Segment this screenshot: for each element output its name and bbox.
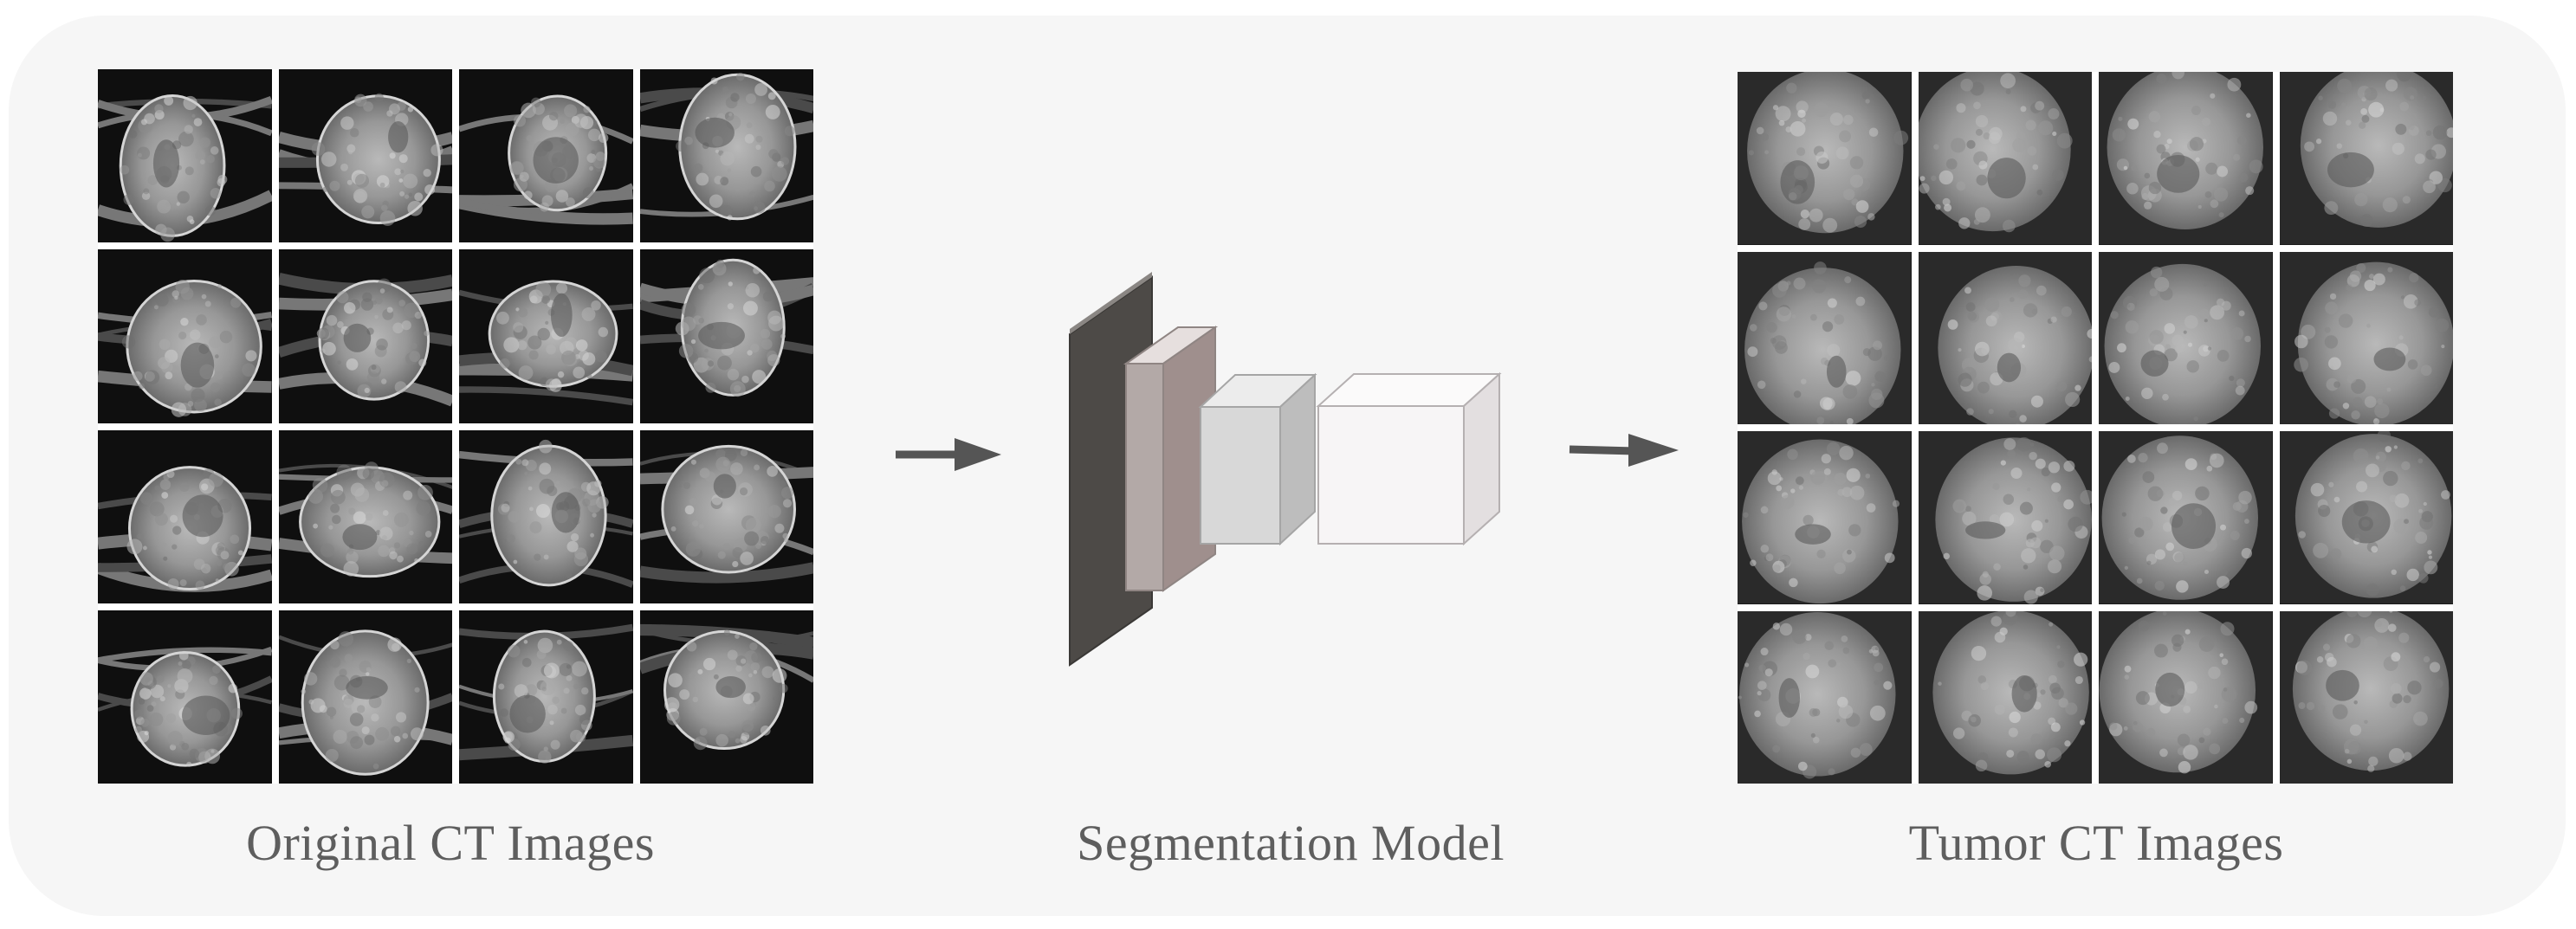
tumor-ct-image: [2279, 251, 2453, 424]
tumor-ct-image: [1738, 610, 1912, 784]
original-ct-image: [98, 429, 272, 603]
original-ct-image: [459, 429, 633, 603]
original-ct-image: [278, 69, 452, 243]
original-ct-grid: [98, 69, 813, 784]
tumor-ct-image: [1738, 431, 1912, 604]
original-ct-image: [278, 249, 452, 423]
caption-tumor-ct-images: Tumor CT Images: [1908, 815, 2284, 871]
original-ct-image: [98, 610, 272, 784]
tumor-ct-image: [2099, 251, 2273, 424]
caption-original-ct-images: Original CT Images: [246, 815, 655, 871]
original-ct-image: [459, 610, 633, 784]
original-ct-image: [459, 249, 633, 423]
tumor-ct-image: [1918, 251, 2092, 424]
tumor-ct-image: [2099, 610, 2273, 784]
right-arrow-icon: [1569, 434, 1679, 467]
tumor-ct-image: [1738, 72, 1912, 245]
tumor-ct-image: [1918, 431, 2092, 604]
tumor-ct-image: [2279, 72, 2453, 245]
original-ct-image: [639, 610, 813, 784]
tumor-ct-image: [2099, 431, 2273, 604]
model-layer-3: [1198, 372, 1317, 546]
original-ct-image: [278, 610, 452, 784]
tumor-ct-image: [1738, 251, 1912, 424]
right-arrow-icon: [896, 438, 1001, 471]
original-ct-image: [98, 69, 272, 243]
tumor-ct-image: [2279, 610, 2453, 784]
original-ct-image: [98, 249, 272, 423]
tumor-ct-grid: [1738, 72, 2453, 784]
original-ct-image: [459, 69, 633, 243]
original-ct-image: [278, 429, 452, 603]
tumor-ct-image: [1918, 610, 2092, 784]
tumor-ct-image: [1918, 72, 2092, 245]
model-layer-4: [1316, 371, 1502, 546]
original-ct-image: [639, 69, 813, 243]
original-ct-image: [639, 429, 813, 603]
segmentation-model-diagram: [1069, 272, 1502, 667]
caption-segmentation-model: Segmentation Model: [1077, 815, 1505, 871]
tumor-ct-image: [2279, 431, 2453, 604]
original-ct-image: [639, 249, 813, 423]
tumor-ct-image: [2099, 72, 2273, 245]
